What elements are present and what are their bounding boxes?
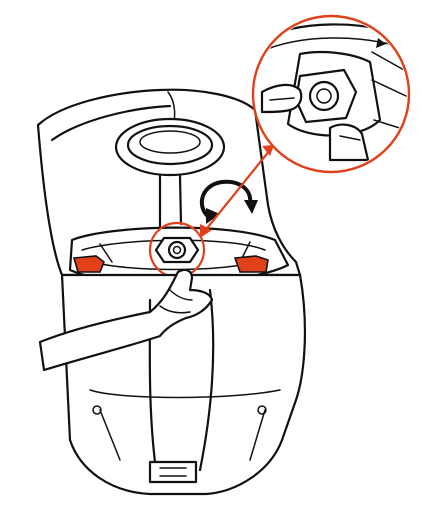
double-headed-arrow-icon (200, 145, 274, 238)
adjustment-knob-icon (148, 221, 206, 279)
rotate-arrow-icon (199, 179, 258, 224)
zoom-detail (251, 14, 411, 174)
headrest-opening (114, 117, 226, 177)
red-clip-icon (72, 255, 269, 273)
seat-backrest (36, 88, 302, 277)
hand-icon (38, 268, 214, 372)
